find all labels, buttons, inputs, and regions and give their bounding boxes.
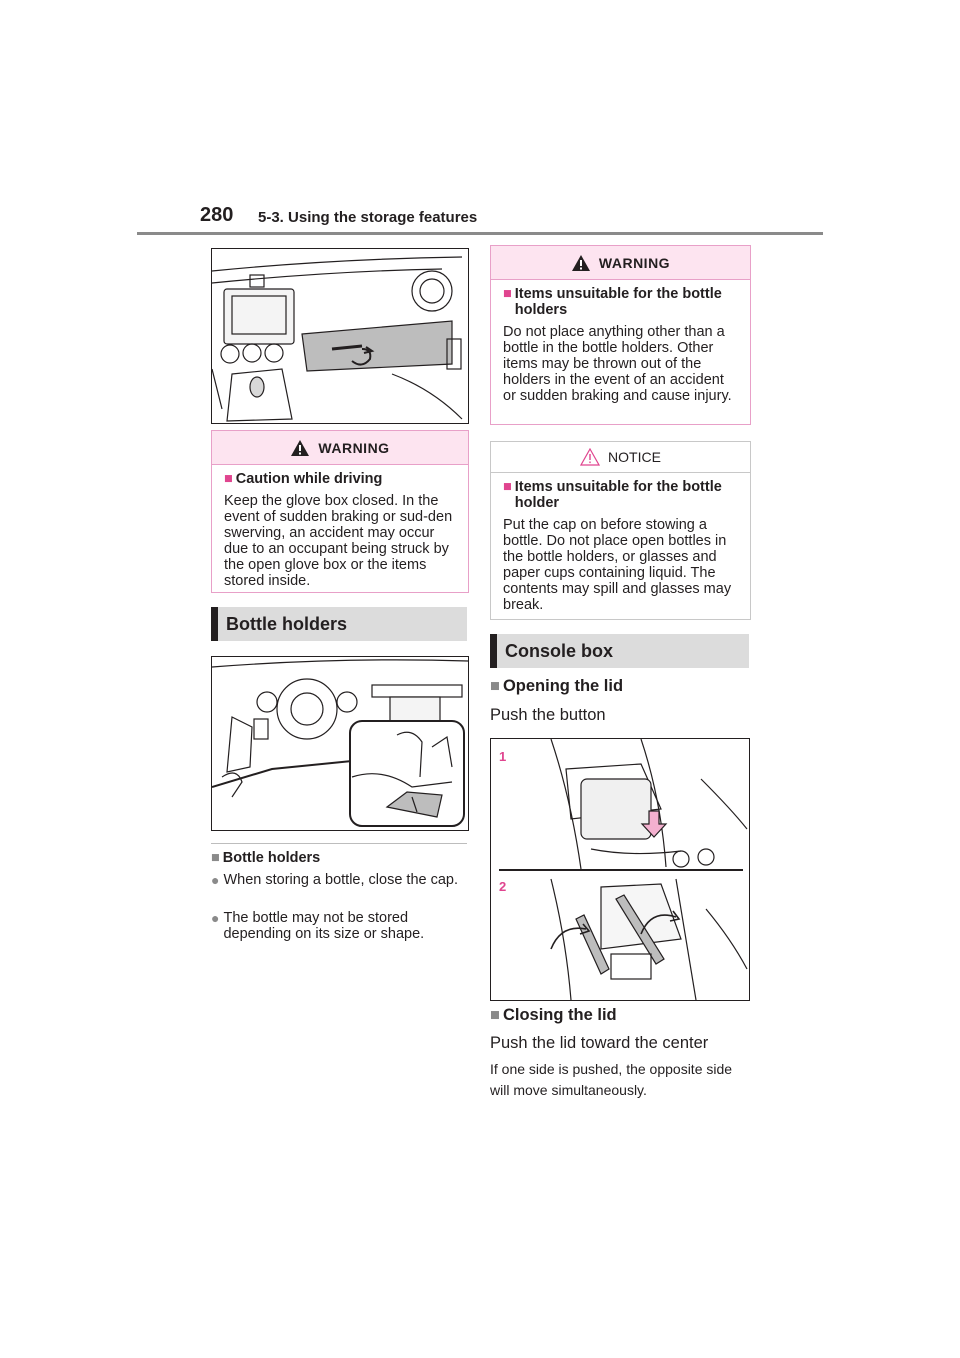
square-bullet-icon: ■ <box>490 677 500 695</box>
warning-triangle-icon <box>571 254 590 271</box>
warning-subhead: Items unsuitable for the bottle holders <box>514 286 722 318</box>
opening-lid-head: ■ Opening the lid <box>490 677 623 696</box>
notice-text: Put the cap on before stowing a bottle. … <box>503 517 732 613</box>
bottle-holder-illustration <box>211 656 469 831</box>
bottle-warning: WARNING ■Items unsuitable for the bottle… <box>490 245 751 425</box>
circle-bullet-icon: ● <box>211 910 220 926</box>
square-bullet-icon: ■ <box>490 1006 500 1024</box>
closing-subhead: Closing the lid <box>502 1006 617 1024</box>
console-box-illustration: 1 2 <box>490 738 750 1001</box>
header-rule <box>137 232 823 235</box>
square-bullet-icon: ■ <box>211 850 220 866</box>
step-1-label: 1 <box>499 749 506 764</box>
step-2-label: 2 <box>499 879 506 894</box>
closing-lid-head: ■ Closing the lid <box>490 1006 617 1025</box>
warning-subhead: Caution while driving <box>235 471 383 487</box>
note-subhead: Bottle holders <box>222 850 321 866</box>
page-number: 280 <box>200 204 234 226</box>
warning-triangle-icon <box>291 439 310 456</box>
note-rule <box>211 843 467 844</box>
warning-label: WARNING <box>598 254 671 271</box>
notice-triangle-icon <box>580 448 601 466</box>
section-title: 5-3. Using the storage features <box>258 209 478 226</box>
glove-box-illustration <box>211 248 469 424</box>
note-bullet-2: ● The bottle may not be stored depending… <box>211 910 461 942</box>
bottle-notice: NOTICE ■Items unsuitable for the bottle … <box>490 441 751 620</box>
warning-header: WARNING <box>212 431 468 465</box>
notice-label: NOTICE <box>608 449 661 465</box>
note-bullet-1: ● When storing a bottle, close the cap. <box>211 872 461 888</box>
bottle-holders-note-head: ■ Bottle holders <box>211 850 320 866</box>
console-box-heading: Console box <box>490 634 749 668</box>
warning-text: Keep the glove box closed. In the event … <box>224 493 453 589</box>
bottle-holders-heading: Bottle holders <box>211 607 467 641</box>
notice-subhead: Items unsuitable for the bottle holder <box>514 479 722 511</box>
square-bullet-icon: ■ <box>224 471 233 487</box>
notice-header: NOTICE <box>491 442 750 473</box>
closing-text: Push the lid toward the center <box>490 1034 709 1052</box>
square-bullet-icon: ■ <box>503 479 512 495</box>
note-bullet-text: The bottle may not be stored depending o… <box>223 910 425 942</box>
warning-header: WARNING <box>491 246 750 280</box>
warning-label: WARNING <box>318 439 390 456</box>
opening-text: Push the button <box>490 706 606 724</box>
note-bullet-text: When storing a bottle, close the cap. <box>223 872 459 888</box>
warning-text: Do not place anything other than a bottl… <box>503 324 732 404</box>
circle-bullet-icon: ● <box>211 872 220 888</box>
closing-note: If one side is pushed, the opposite side… <box>490 1061 733 1098</box>
glove-box-warning: WARNING ■Caution while driving Keep the … <box>211 430 469 593</box>
opening-subhead: Opening the lid <box>502 677 624 695</box>
square-bullet-icon: ■ <box>503 286 512 302</box>
